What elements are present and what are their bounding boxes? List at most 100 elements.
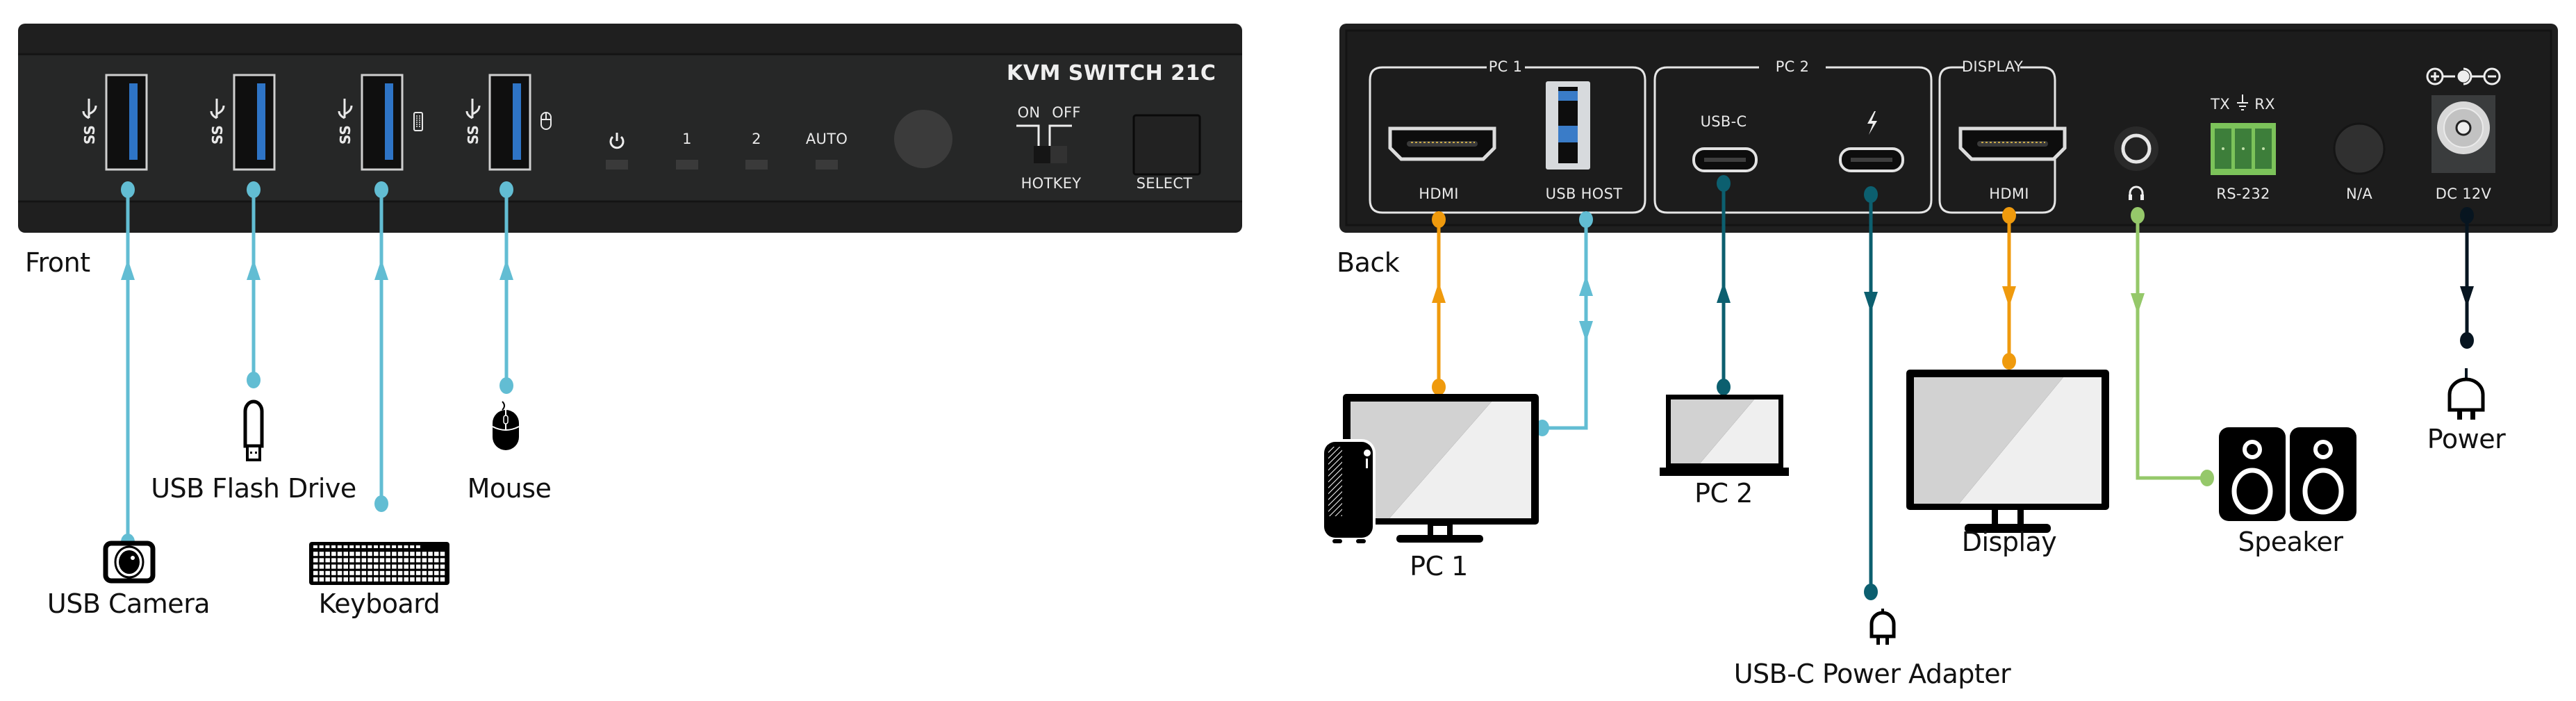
keyboard-key [428,570,433,575]
keyboard-key [368,552,372,556]
keyboard-key [422,577,427,582]
connector-dot [1717,175,1731,192]
front-usb-port-4[interactable] [488,74,531,171]
connection-lines [121,175,2474,600]
led-label-2: 2 [752,131,761,147]
arrow-down-icon [2460,286,2474,307]
select-button[interactable] [1132,114,1201,176]
laptop-icon [1660,395,1789,476]
keyboard-key [428,564,433,569]
keyboard-key [374,558,379,563]
keyboard-badge-icon [413,112,423,131]
front-usb-port-3[interactable] [361,74,404,171]
group-title-display: DISPLAY [1961,58,2024,75]
keyboard-key [361,577,367,582]
dc-polarity-icon [2426,67,2501,85]
back-audio-jack[interactable] [2114,126,2158,171]
keyboard-key [397,545,402,548]
keyboard-key [428,552,433,556]
keyboard-key [331,552,336,556]
lightning-icon [1867,111,1877,135]
back-panel [1339,24,2558,233]
keyboard-key [319,570,324,575]
keyboard-key [410,552,415,556]
keyboard-key [343,564,348,569]
dc-power-jack[interactable] [2431,95,2495,173]
connector-dot [1432,211,1446,228]
keyboard-key [397,577,403,582]
na-label: N/A [2345,185,2373,202]
keyboard-key [349,545,354,548]
rs232-terminal[interactable] [2211,123,2276,175]
keyboard-key [422,564,427,569]
keyboard-key [404,552,408,556]
keyboard-key [325,570,330,575]
keyboard-key [313,552,318,556]
keyboard-key [343,545,348,548]
keyboard-key [440,577,445,582]
keyboard-key [415,552,421,556]
keyboard-icon [309,542,449,585]
device-label-usb-camera: USB Camera [47,588,210,619]
keyboard-key [374,564,379,569]
keyboard-key [313,545,317,548]
hotkey-switch[interactable] [1016,124,1072,163]
keyboard-key [325,545,330,548]
back-na-port [2333,122,2386,175]
device-label-pc1: PC 1 [1410,551,1468,582]
connector-dot [2002,353,2016,370]
arrow-up-icon [1432,282,1446,303]
keyboard-key [386,570,390,575]
keyboard-key [374,577,379,582]
device-label-mouse: Mouse [467,473,552,504]
connector-dot [1432,379,1446,395]
group-title-pc2: PC 2 [1775,58,1810,75]
arrow-up-icon [121,259,135,280]
back-pc2-power-usbc-port[interactable] [1839,147,1904,172]
mouse-badge-icon [540,112,552,130]
front-usb-port-1[interactable] [105,74,148,171]
back-pc1-hdmi-port[interactable] [1388,126,1496,161]
headphones-icon [2129,185,2144,200]
keyboard-key [434,552,439,556]
led-1 [676,160,698,170]
keyboard-key [434,558,439,563]
camera-icon [103,541,156,584]
keyboard-key [386,545,390,548]
plug-icon [1869,609,1896,645]
arrow-up-icon [1717,282,1731,303]
audio-line [2136,215,2207,480]
keyboard-key [379,552,385,556]
keyboard-key [337,558,342,563]
keyboard-key [374,570,379,575]
connector-dot [2460,207,2474,224]
front-side-label: Front [25,247,90,278]
keyboard-key [331,570,336,575]
keyboard-key [440,558,445,563]
port-label-pc1-hdmi: HDMI [1419,185,1459,202]
speaker-icon [2219,427,2356,521]
keyboard-key [368,545,372,548]
led-label-auto: AUTO [805,131,848,147]
led-2 [745,160,768,170]
keyboard-key [349,577,354,582]
keyboard-key [397,570,403,575]
keyboard-key [415,558,421,563]
back-usb-host-port[interactable] [1546,81,1590,170]
group-frame-display [1938,66,2056,214]
keyboard-key [343,570,348,575]
front-port-dot-3 [374,181,388,198]
keyboard-key [337,552,342,556]
keyboard-key [428,558,433,563]
keyboard-key [319,564,324,569]
front-usb-port-2[interactable] [233,74,276,171]
front-device-dot-3 [374,495,388,512]
keyboard-key [319,552,324,556]
led-power [606,160,628,170]
back-pc2-usbc-port[interactable] [1692,147,1758,172]
back-display-hdmi-port[interactable] [1958,126,2067,161]
keyboard-key [404,564,408,569]
keyboard-key [349,552,354,556]
usb-ss-icon: SS [81,99,98,145]
keyboard-key [361,570,367,575]
